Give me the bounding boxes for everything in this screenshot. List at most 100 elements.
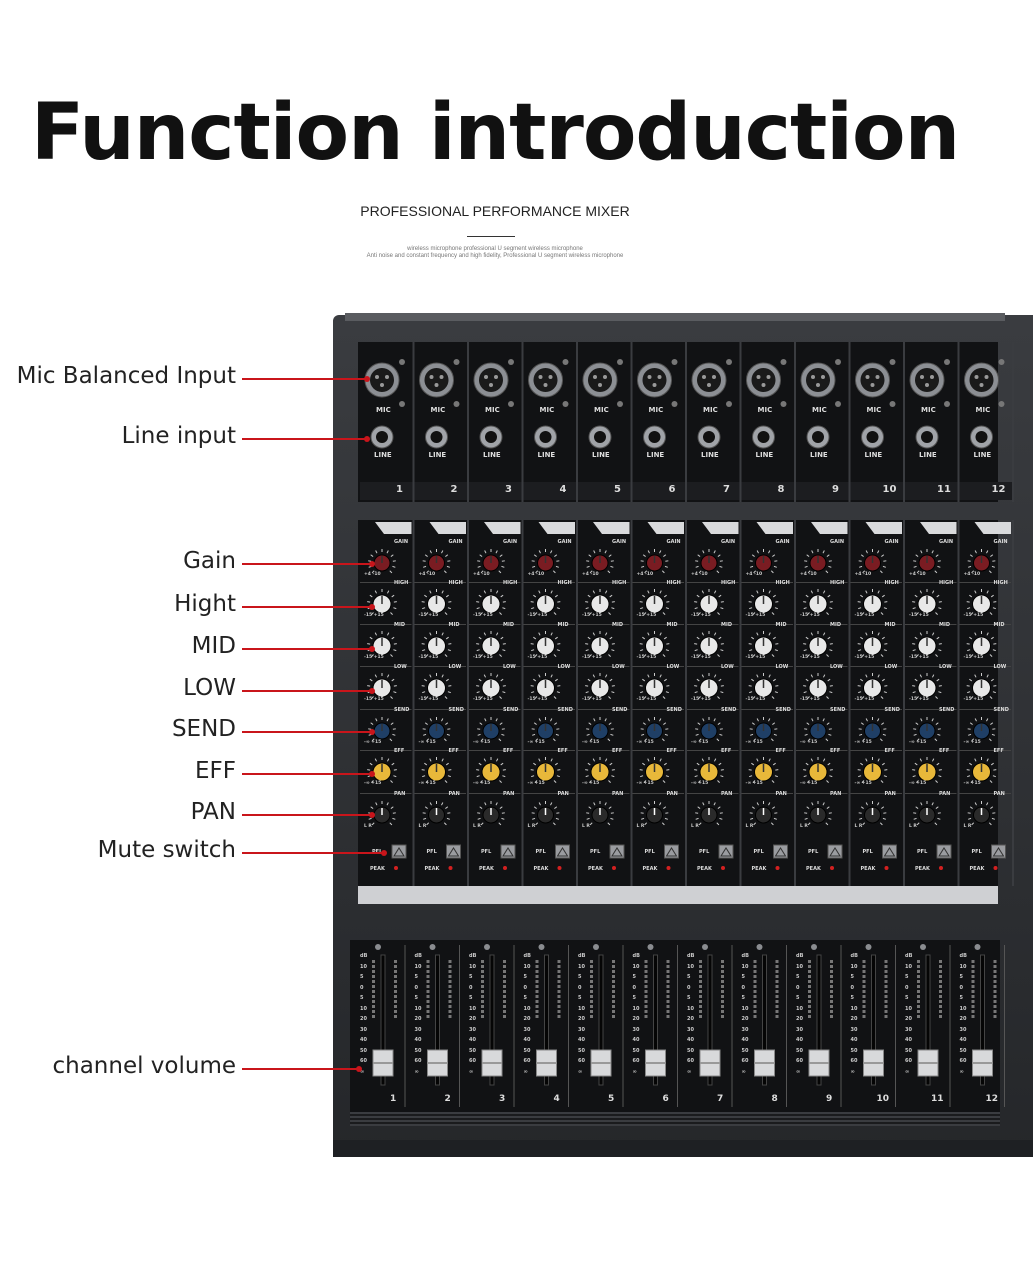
knob-tick	[719, 565, 723, 568]
knob-tick	[500, 594, 504, 598]
knob-tick	[643, 780, 647, 783]
send-label: SEND	[666, 707, 682, 713]
gain-range: +4 -10	[364, 572, 381, 577]
meter-led	[557, 960, 561, 963]
pfl-button	[827, 844, 843, 859]
knob-tick	[807, 822, 811, 826]
fader-scale-mark: 10	[687, 963, 694, 970]
send-range: -∞ +15	[909, 740, 927, 745]
knob-row-divider	[469, 750, 521, 751]
knob-tick	[716, 738, 720, 742]
knob-tick	[880, 780, 884, 783]
knob-tick	[426, 738, 430, 742]
knob-tick	[478, 678, 482, 682]
knob-tick	[533, 678, 537, 682]
knob-tick	[717, 554, 721, 557]
gain-label: GAIN	[775, 539, 790, 545]
line-jack-hole	[866, 431, 879, 443]
strip-header-tab	[632, 522, 684, 534]
knob-tick	[717, 612, 720, 615]
knob-tick	[858, 649, 862, 652]
knob-tick	[659, 632, 662, 636]
channel-number-bar	[469, 482, 522, 500]
fader-scale-mark: 5	[469, 995, 473, 1001]
meter-led	[590, 990, 593, 993]
line-jack-hole	[594, 431, 606, 443]
xlr-pin	[548, 375, 553, 379]
low-label: LOW	[448, 664, 462, 670]
knob-row-divider	[687, 793, 739, 794]
meter-led	[939, 960, 942, 963]
callout-leader-line	[242, 563, 372, 565]
knob-tick	[932, 674, 935, 678]
knob-tick	[429, 718, 432, 722]
knob-tick	[447, 649, 451, 652]
high-label: HIGH	[721, 580, 736, 586]
knob-tick	[720, 607, 724, 610]
meter-led	[666, 995, 670, 998]
callout-label: Hight	[174, 591, 236, 617]
knob-tick	[611, 691, 615, 694]
gain-label: GAIN	[666, 539, 681, 545]
pfl-label: PFL	[481, 849, 492, 855]
knob-tick	[429, 632, 432, 636]
high-label: HIGH	[939, 580, 954, 586]
knob-tick	[644, 738, 648, 742]
meter-led	[884, 965, 888, 968]
meter-led	[612, 1005, 615, 1008]
meter-led	[830, 995, 833, 998]
knob-tick	[643, 612, 647, 615]
knob-tick	[586, 817, 590, 820]
meter-led	[590, 965, 593, 968]
low-range: -15 +15	[527, 697, 548, 702]
knob-tick	[532, 817, 536, 820]
mic-label: MIC	[975, 406, 991, 414]
knob-tick	[772, 594, 776, 598]
line-jack-hole	[648, 431, 661, 443]
meter-led	[612, 975, 615, 978]
send-range: -∞ +15	[800, 740, 818, 745]
knob-tick	[935, 780, 938, 783]
knob-tick	[807, 654, 810, 657]
knob-tick	[991, 817, 995, 820]
fader-slot	[435, 954, 440, 1086]
peak-label: PEAK	[969, 866, 985, 872]
input-divider	[903, 342, 905, 502]
eff-range: -∞ +15	[909, 781, 927, 786]
meter-led	[644, 960, 648, 963]
send-range: -∞ +15	[963, 740, 981, 745]
fader-scale-mark: ∞	[414, 1068, 419, 1075]
knob-tick	[822, 802, 825, 806]
knob-row-divider	[796, 750, 848, 751]
xlr-pin	[429, 375, 434, 379]
fader-scale-mark: 20	[905, 1016, 912, 1022]
meter-led	[372, 970, 375, 973]
knob-tick	[661, 822, 665, 826]
knob-tick	[768, 718, 771, 722]
meter-led	[372, 980, 375, 983]
knob-row-divider	[360, 666, 412, 667]
knob-tick	[424, 554, 428, 557]
knob-tick	[879, 738, 883, 742]
fader-scale-mark: 10	[360, 963, 367, 970]
knob-tick	[553, 654, 557, 657]
knob-tick	[609, 594, 613, 598]
knob-row-divider	[632, 624, 684, 625]
knob-tick	[441, 632, 444, 636]
knob-tick	[534, 696, 538, 699]
knob-tick	[550, 632, 553, 636]
knob-tick	[770, 738, 774, 742]
meter-led	[481, 965, 484, 968]
peak-led	[612, 866, 616, 870]
pfl-button	[936, 844, 952, 859]
meter-led	[426, 960, 430, 963]
knob-row-divider	[360, 709, 412, 710]
input-divider	[521, 342, 524, 502]
knob-row-divider	[850, 666, 902, 667]
pfl-label: PFL	[753, 849, 764, 855]
knob-tick	[695, 817, 699, 820]
low-label: LOW	[503, 664, 516, 670]
callout-dot	[369, 646, 375, 652]
knob-tick	[550, 802, 553, 806]
knob-row-divider	[578, 666, 630, 667]
